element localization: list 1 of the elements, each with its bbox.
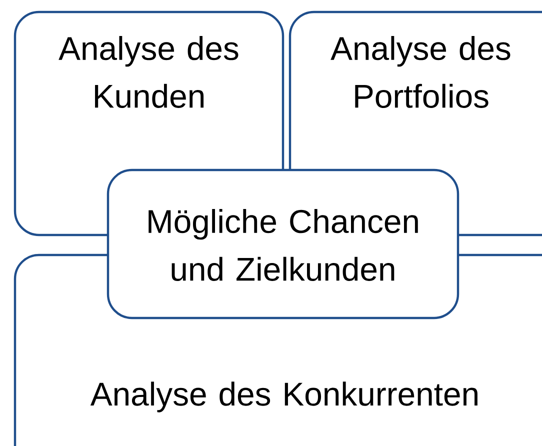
box: Mögliche Chancen und Zielkunden — [106, 168, 460, 320]
